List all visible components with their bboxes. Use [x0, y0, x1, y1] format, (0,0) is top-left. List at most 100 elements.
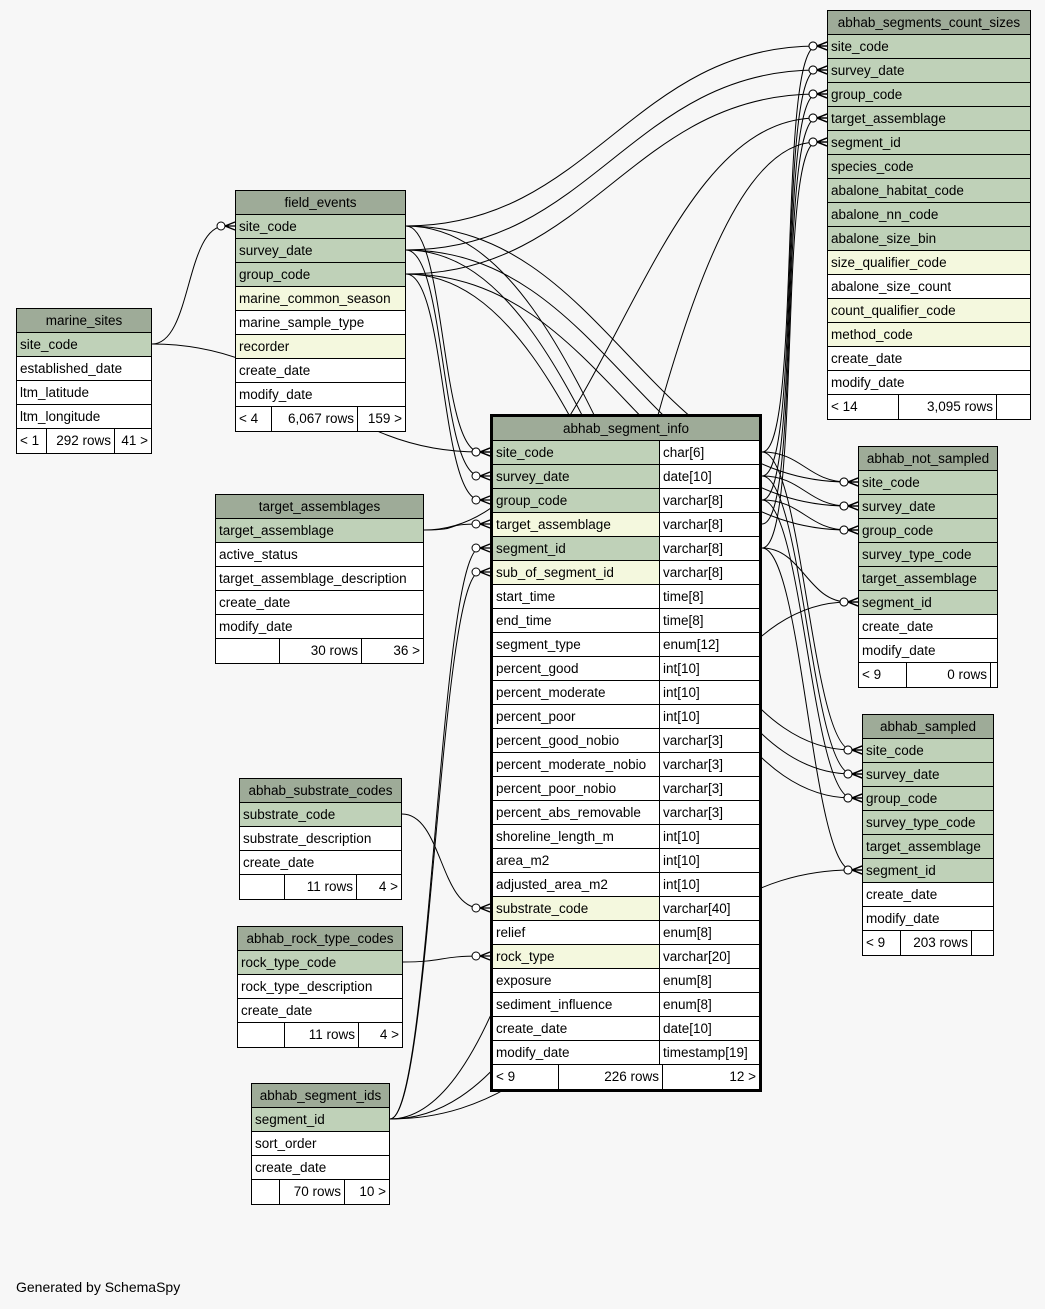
column-row[interactable]: target_assemblage — [859, 567, 997, 591]
column-row[interactable]: modify_date — [859, 639, 997, 663]
child-count[interactable]: 159 > — [358, 407, 405, 431]
column-row[interactable]: species_code — [828, 155, 1030, 179]
parent-count[interactable] — [238, 1023, 285, 1047]
column-row[interactable]: site_code — [863, 739, 993, 763]
column-row[interactable]: abalone_size_count — [828, 275, 1030, 299]
column-row[interactable]: abalone_habitat_code — [828, 179, 1030, 203]
table-header[interactable]: marine_sites — [17, 309, 151, 333]
child-count[interactable]: 4 > — [357, 875, 401, 899]
column-row[interactable]: create_date — [859, 615, 997, 639]
column-row[interactable]: create_date — [216, 591, 423, 615]
column-row[interactable]: survey_date — [863, 763, 993, 787]
column-row[interactable]: abalone_nn_code — [828, 203, 1030, 227]
column-row[interactable]: substrate_description — [240, 827, 401, 851]
column-row[interactable]: count_qualifier_code — [828, 299, 1030, 323]
table-header[interactable]: abhab_sampled — [863, 715, 993, 739]
column-row[interactable]: recorder — [236, 335, 405, 359]
column-row[interactable]: ltm_latitude — [17, 381, 151, 405]
parent-count[interactable]: < 1 — [17, 429, 47, 453]
parent-count[interactable]: < 9 — [859, 663, 907, 687]
column-row[interactable]: group_code — [236, 263, 405, 287]
column-row[interactable]: survey_type_code — [863, 811, 993, 835]
parent-count[interactable]: < 4 — [236, 407, 272, 431]
table-header[interactable]: abhab_substrate_codes — [240, 779, 401, 803]
column-row[interactable]: sort_order — [252, 1132, 389, 1156]
child-count[interactable] — [991, 663, 997, 687]
table-header[interactable]: abhab_segment_ids — [252, 1084, 389, 1108]
column-row[interactable]: target_assemblage — [216, 519, 423, 543]
table-header[interactable]: field_events — [236, 191, 405, 215]
column-row[interactable]: group_code — [863, 787, 993, 811]
parent-count[interactable]: < 9 — [493, 1065, 559, 1089]
parent-count[interactable] — [216, 639, 280, 663]
column-row[interactable]: modify_date — [828, 371, 1030, 395]
column-row[interactable]: modify_date — [216, 615, 423, 639]
column-row[interactable]: marine_sample_type — [236, 311, 405, 335]
column-row[interactable]: site_code — [859, 471, 997, 495]
child-count[interactable] — [997, 395, 1030, 419]
column-row[interactable]: create_date — [863, 883, 993, 907]
column-row[interactable]: site_code — [828, 35, 1030, 59]
parent-count[interactable]: < 9 — [863, 931, 901, 955]
column-row[interactable]: marine_common_season — [236, 287, 405, 311]
column-row[interactable]: method_code — [828, 323, 1030, 347]
column-row[interactable]: create_date — [236, 359, 405, 383]
table-header[interactable]: abhab_segments_count_sizes — [828, 11, 1030, 35]
child-count[interactable]: 36 > — [362, 639, 423, 663]
column-row[interactable]: established_date — [17, 357, 151, 381]
child-count[interactable]: 4 > — [359, 1023, 402, 1047]
column-row[interactable]: active_status — [216, 543, 423, 567]
column-row[interactable]: survey_date — [859, 495, 997, 519]
column-row[interactable]: segment_id — [859, 591, 997, 615]
child-count[interactable] — [972, 931, 993, 955]
column-row[interactable]: abalone_size_bin — [828, 227, 1030, 251]
column-row[interactable]: create_date — [238, 999, 402, 1023]
column-row[interactable]: create_date — [252, 1156, 389, 1180]
column-row[interactable]: rock_type_code — [238, 951, 402, 975]
column-row[interactable]: site_code — [17, 333, 151, 357]
child-count[interactable]: 10 > — [345, 1180, 389, 1204]
column-row[interactable]: create_date — [828, 347, 1030, 371]
column-row[interactable]: substrate_code — [240, 803, 401, 827]
parent-count[interactable] — [252, 1180, 280, 1204]
table-header[interactable]: abhab_rock_type_codes — [238, 927, 402, 951]
column-row[interactable]: site_code — [236, 215, 405, 239]
column-row[interactable]: survey_date — [236, 239, 405, 263]
column-row[interactable]: target_assemblage — [863, 835, 993, 859]
column-row[interactable]: modify_date — [863, 907, 993, 931]
table-header[interactable]: target_assemblages — [216, 495, 423, 519]
column-row[interactable]: ltm_longitude — [17, 405, 151, 429]
column-row[interactable]: segment_id — [828, 131, 1030, 155]
